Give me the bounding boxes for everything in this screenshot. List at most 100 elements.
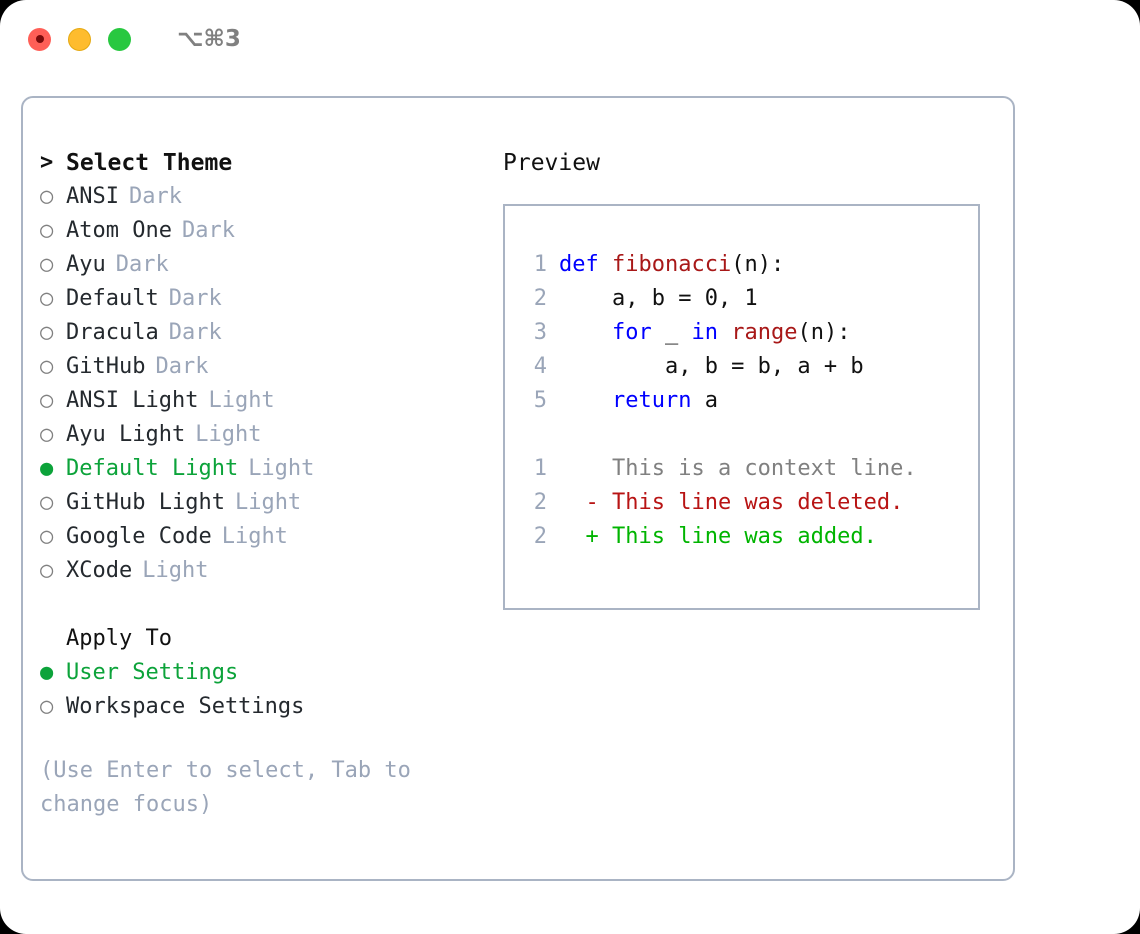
radio-selected-icon: ● [40,456,54,481]
diff-marker: + [559,524,612,549]
code-token-txt: (n): [797,320,851,345]
line-number: 2 [533,490,547,515]
theme-option-atom-one[interactable]: ○ Atom One Dark [40,214,480,248]
theme-option-name: ANSI [66,184,119,209]
theme-option-variant: Light [234,490,302,515]
minimize-window-button[interactable] [68,27,91,51]
title-bar: ⌥⌘3 [0,0,1140,78]
apply-to-option-label: Workspace Settings [66,694,305,719]
radio-unselected-icon: ○ [40,422,54,447]
list-spacer [40,588,480,622]
radio-unselected-icon: ○ [40,184,54,209]
theme-option-dracula[interactable]: ○ Dracula Dark [40,316,480,350]
radio-unselected-icon: ○ [40,694,54,719]
theme-option-variant: Dark [115,252,169,277]
theme-option-variant: Dark [168,320,222,345]
theme-option-github-light[interactable]: ○ GitHub Light Light [40,486,480,520]
close-icon [35,35,44,43]
code-line: 3 for _ in range(n): [517,316,978,350]
code-token-kw: in [691,320,718,345]
page-title: Select Theme [66,150,233,176]
code-token-txt [718,316,731,350]
radio-unselected-icon: ○ [40,320,54,345]
theme-option-variant: Light [208,388,275,413]
theme-option-name: Ayu Light [66,422,186,447]
theme-option-variant: Light [221,524,288,549]
caret-icon: > [40,150,54,175]
keyboard-shortcut-label: ⌥⌘3 [177,26,241,52]
theme-option-default-light[interactable]: ● Default Light Light [40,452,480,486]
code-token-txt [559,316,612,350]
radio-unselected-icon: ○ [40,286,54,311]
theme-option-variant: Dark [168,286,222,311]
theme-option-variant: Light [248,456,315,481]
theme-option-name: Dracula [66,320,159,345]
code-line: 5 return a [517,384,978,418]
theme-option-name: ANSI Light [66,388,199,413]
line-number: 2 [533,524,547,549]
theme-option-variant: Dark [181,218,235,243]
diff-line-ctx: 1 This is a context line. [517,452,978,486]
apply-to-label: Apply To [66,626,172,651]
theme-option-github[interactable]: ○ GitHub Dark [40,350,480,384]
theme-option-name: Default Light [66,456,239,481]
close-window-button[interactable] [28,27,51,51]
theme-option-name: Default [66,286,159,311]
apply-to-heading: ○ Apply To [40,622,480,656]
theme-option-name: Google Code [66,524,212,549]
keyboard-hint-text: (Use Enter to select, Tab to change focu… [40,758,411,817]
code-line: 4 a, b = b, a + b [517,350,978,384]
radio-unselected-icon: ○ [40,252,54,277]
line-number: 1 [533,252,547,277]
preview-heading: Preview [503,150,600,176]
diff-sample: 1 This is a context line.2 - This line w… [517,452,978,554]
theme-option-name: GitHub [66,354,146,379]
code-token-kw: def [559,252,612,277]
line-number: 1 [533,456,547,481]
code-diff-separator [517,418,978,452]
apply-to-option-label: User Settings [66,660,239,685]
apply-to-option-list: ●User Settings ○ Workspace Settings [40,656,480,724]
line-number: 2 [533,286,547,311]
code-token-txt [559,384,612,418]
code-line: 2 a, b = 0, 1 [517,282,978,316]
diff-line-add: 2 + This line was added. [517,520,978,554]
window-controls [28,27,131,51]
theme-option-ayu[interactable]: ○ Ayu Dark [40,248,480,282]
theme-option-variant: Dark [128,184,182,209]
diff-text: This line was deleted. [611,490,904,515]
radio-unselected-icon: ○ [40,218,54,243]
line-number: 3 [533,320,547,345]
maximize-window-button[interactable] [108,27,131,51]
radio-unselected-icon: ○ [40,354,54,379]
line-number: 5 [533,388,547,413]
code-token-txt: a [691,388,718,413]
theme-option-name: Ayu [66,252,106,277]
theme-option-name: Atom One [66,218,172,243]
theme-option-variant: Dark [155,354,209,379]
select-theme-heading: > Select Theme [40,146,480,180]
apply-to-option-user-settings[interactable]: ●User Settings [40,656,480,690]
diff-line-del: 2 - This line was deleted. [517,486,978,520]
code-token-txt: a, b = b, a + b [559,354,864,379]
code-token-fn: range [731,320,798,345]
code-token-kw: for [611,320,652,345]
code-token-txt: a, b = 0, 1 [559,286,758,311]
diff-text: This is a context line. [611,456,917,481]
theme-option-ansi[interactable]: ○ ANSI Dark [40,180,480,214]
theme-option-default[interactable]: ○ Default Dark [40,282,480,316]
code-token-txt: _ [651,320,692,345]
diff-marker [559,452,612,486]
radio-unselected-icon: ○ [40,490,54,515]
apply-to-option-workspace-settings[interactable]: ○ Workspace Settings [40,690,480,724]
theme-option-name: GitHub Light [66,490,225,515]
